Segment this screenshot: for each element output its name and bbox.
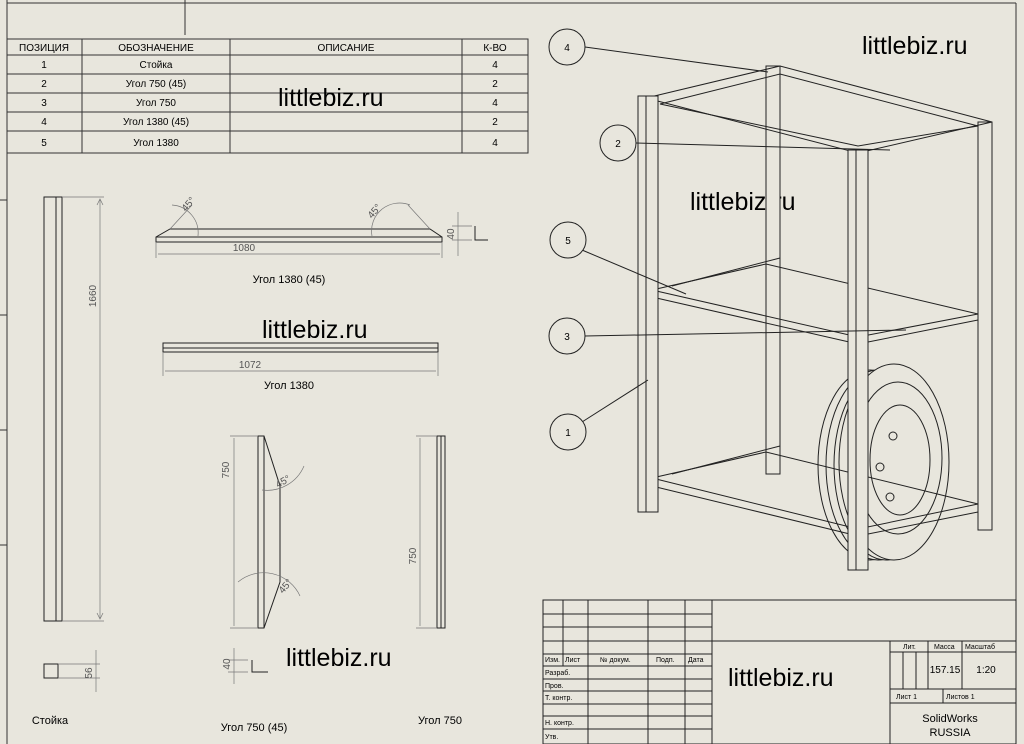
balloon-label: 3 [564, 332, 570, 343]
table-cell-qty: 4 [492, 60, 498, 71]
title-role: Н. контр. [545, 720, 574, 727]
title-role: Утв. [545, 734, 558, 741]
title-country: RUSSIA [930, 727, 972, 739]
title-col-label: Изм. [545, 657, 560, 664]
balloon-1: 1 [549, 379, 649, 451]
table-header-designation: ОБОЗНАЧЕНИЕ [118, 43, 194, 54]
title-block: Изм. Лист № докум. Подп. Дата Разраб. Пр… [542, 599, 1017, 744]
dimension-length: 1072 [239, 360, 262, 371]
title-role: Пров. [545, 683, 564, 690]
table-cell-name: Угол 750 (45) [126, 79, 187, 90]
dimension-profile: 40 [222, 658, 233, 670]
watermark: littlebiz.ru [278, 84, 384, 112]
dimension-length: 750 [221, 461, 232, 478]
balloon-label: 5 [565, 236, 571, 247]
title-mass: 157.15 [930, 665, 961, 676]
table-cell-pos: 3 [41, 98, 47, 109]
title-role: Т. контр. [545, 695, 572, 702]
detail-caption: Угол 1380 (45) [253, 274, 326, 286]
balloon-5: 5 [549, 221, 687, 295]
detail-caption: Угол 750 (45) [221, 722, 288, 734]
table-header-position: ПОЗИЦИЯ [19, 43, 69, 54]
watermark: littlebiz.ru [728, 664, 834, 692]
balloon-label: 1 [565, 428, 571, 439]
dimension-length: 1660 [88, 284, 99, 307]
balloon-2: 2 [599, 124, 891, 162]
dimension-profile: 40 [446, 228, 457, 240]
detail-ugol1380: 1072 Угол 1380 [162, 342, 439, 392]
title-software: SolidWorks [922, 713, 978, 725]
title-mass-label: Масса [934, 644, 955, 651]
balloon-label: 4 [564, 43, 570, 54]
balloon-4: 4 [548, 28, 769, 73]
table-header-description: ОПИСАНИЕ [318, 43, 375, 54]
detail-ugol1380-45: 1080 45° 45° 40 Угол 1380 (45) [155, 195, 488, 286]
dimension-angle: 45° [180, 195, 198, 214]
title-lit-label: Лит. [903, 644, 916, 651]
title-col-label: № докум. [600, 657, 631, 664]
dimension-angle: 45° [366, 202, 384, 221]
table-cell-name: Угол 1380 [133, 138, 179, 149]
dimension-profile: 56 [84, 667, 95, 679]
title-sheets: Листов 1 [946, 694, 975, 701]
detail-ugol750-45: 750 45° 45° 40 Угол 750 (45) [221, 435, 305, 734]
detail-caption: Угол 1380 [264, 380, 314, 392]
watermark: littlebiz.ru [286, 644, 392, 672]
detail-stoika: 1660 56 Стойка [32, 196, 104, 727]
title-sheet: Лист 1 [896, 694, 917, 701]
table-cell-pos: 2 [41, 79, 47, 90]
detail-caption: Стойка [32, 715, 69, 727]
table-cell-pos: 1 [41, 60, 47, 71]
title-scale-label: Масштаб [965, 643, 995, 651]
watermark: littlebiz.ru [862, 32, 968, 60]
detail-caption: Угол 750 [418, 715, 462, 727]
table-cell-pos: 4 [41, 117, 47, 128]
title-col-label: Подп. [656, 657, 675, 664]
table-cell-qty: 2 [492, 79, 498, 90]
table-cell-qty: 4 [492, 138, 498, 149]
detail-ugol750: 750 Угол 750 [408, 435, 462, 727]
rack-isometric-view [637, 65, 993, 571]
title-col-label: Дата [688, 657, 704, 664]
title-col-label: Лист [565, 657, 581, 664]
table-cell-name: Угол 750 [136, 98, 176, 109]
balloon-3: 3 [548, 317, 907, 355]
table-cell-qty: 2 [492, 117, 498, 128]
watermark: littlebiz.ru [262, 316, 368, 344]
table-header-quantity: К-ВО [483, 43, 506, 54]
table-cell-name: Стойка [140, 60, 173, 71]
table-cell-qty: 4 [492, 98, 498, 109]
dimension-length: 1080 [233, 243, 256, 254]
table-cell-name: Угол 1380 (45) [123, 117, 189, 128]
table-cell-pos: 5 [41, 138, 47, 149]
parts-table: ПОЗИЦИЯ ОБОЗНАЧЕНИЕ ОПИСАНИЕ К-ВО 1 Стой… [6, 38, 529, 154]
dimension-length: 750 [408, 547, 419, 564]
balloon-label: 2 [615, 139, 621, 150]
title-role: Разраб. [545, 669, 570, 677]
title-scale: 1:20 [976, 665, 996, 676]
